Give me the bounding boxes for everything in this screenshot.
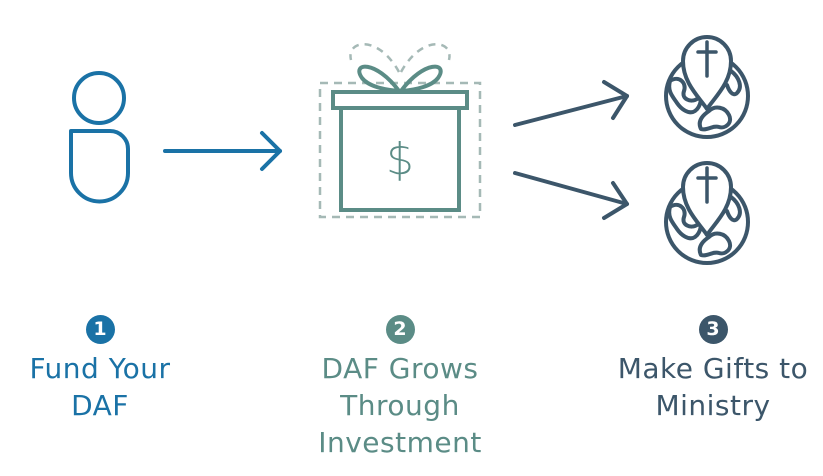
globe-continent	[697, 231, 732, 258]
globe-continent	[725, 69, 742, 97]
step-label-line: Through	[340, 389, 460, 422]
globe-cross-pin-icon	[664, 35, 750, 139]
gift-box-dollar-icon: $	[318, 43, 482, 219]
globe-continent	[725, 195, 742, 223]
step-label-line: DAF Grows	[321, 352, 479, 385]
arrow-right-icon	[163, 131, 282, 171]
gift-dollar-symbol: $	[386, 134, 414, 185]
step-label-line: DAF	[71, 389, 129, 422]
person-icon	[69, 71, 130, 204]
arrow-up-right-icon	[513, 80, 629, 127]
globe-continent	[697, 105, 732, 132]
step-number-badge: 3	[698, 315, 728, 344]
step-label: Make Gifts to Ministry	[593, 350, 823, 424]
step-number-badge: 2	[385, 315, 415, 344]
step-label-line: Ministry	[655, 389, 771, 422]
step-label-line: Make Gifts to	[617, 352, 809, 385]
step-2: 2 DAF Grows Through Investment	[280, 315, 520, 461]
step-label-line: Fund Your	[29, 352, 171, 385]
step-3: 3 Make Gifts to Ministry	[593, 315, 823, 424]
globe-cross-pin-icon	[664, 161, 750, 265]
step-label: Fund Your DAF	[0, 350, 220, 424]
step-label-line: Investment	[318, 426, 482, 459]
step-label: DAF Grows Through Investment	[280, 350, 520, 461]
arrow-down-right-icon	[513, 171, 629, 220]
step-number-badge: 1	[85, 315, 115, 344]
step-1: 1 Fund Your DAF	[0, 315, 220, 424]
